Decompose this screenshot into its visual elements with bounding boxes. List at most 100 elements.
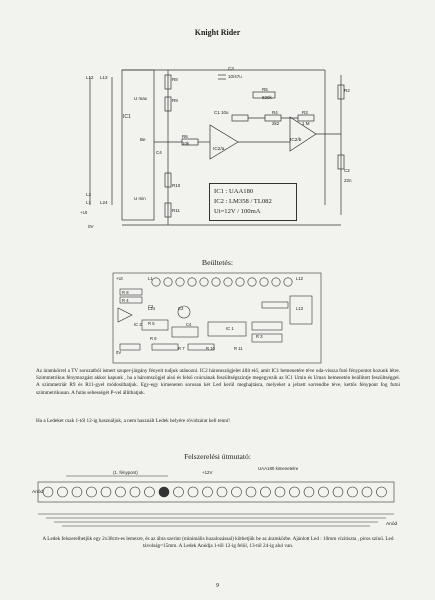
be-label: Be <box>140 137 146 142</box>
umax-label: U max <box>134 96 148 101</box>
pcb-led <box>211 277 221 287</box>
pcb-led <box>151 277 161 287</box>
r3-label: R3 <box>302 110 308 115</box>
pcb-label-r6: R 6 <box>150 336 157 341</box>
assembly-led <box>289 486 300 498</box>
pcb-label-r11: R 11 <box>234 346 243 351</box>
assembly-led <box>376 486 387 498</box>
assembly-led <box>86 486 97 498</box>
pcb-label-l24: L24 <box>148 306 155 311</box>
pcb-label-ic1: IC 1 <box>226 326 234 331</box>
zerov-label: 0V <box>88 224 94 229</box>
pcb-label-c4: C4 <box>186 322 192 327</box>
c4-label: C4 <box>156 150 162 155</box>
spec-line-ic1: IC1 : UAA180 <box>214 188 254 195</box>
pcb-label-r4: R 4 <box>122 298 129 303</box>
r10-label: R10 <box>172 183 181 188</box>
spec-line-ic2: IC2 : LM358 / TL082 <box>214 198 272 205</box>
voltage-label: +12V <box>202 470 213 475</box>
pcb-label-r7: R 7 <box>178 346 185 351</box>
ic2b-opamp <box>289 116 317 152</box>
l24-label: L24 <box>100 200 108 205</box>
pcb-led <box>187 277 197 287</box>
anode-left-label: Anód <box>32 490 44 495</box>
assembly-led-row <box>42 486 387 498</box>
spec-line-ut: Ut=12V / 100mA <box>214 208 261 215</box>
pcb-led-row <box>151 277 293 287</box>
r4-value: 2k2 <box>272 121 280 126</box>
r6-resistor <box>231 114 249 122</box>
assembly-led <box>173 486 184 498</box>
assembly-led <box>57 486 68 498</box>
r2-label: R2 <box>344 88 350 93</box>
r8-label: R8 <box>172 77 178 82</box>
ic-spec-box: IC1 : UAA180 IC2 : LM358 / TL082 Ut=12V … <box>209 183 297 221</box>
pcb-label-l13: L13 <box>296 306 303 311</box>
assembly-led <box>71 486 83 498</box>
pcb-led <box>247 277 257 287</box>
ic1-label: IC1 <box>123 114 131 120</box>
assembly-led <box>202 486 213 498</box>
schematic-diagram <box>89 69 345 226</box>
ic2a-label: IC2/a <box>213 147 225 152</box>
ut-label: +Ut <box>80 210 88 215</box>
r11-label: R11 <box>172 208 180 213</box>
pcb-led <box>223 277 233 287</box>
pcb-trimmer <box>117 307 133 323</box>
assembly-led <box>158 486 170 498</box>
assembly-led <box>361 486 373 498</box>
assembly-led <box>274 486 286 498</box>
pcb-led <box>199 277 209 287</box>
assembly-led <box>303 486 315 498</box>
r5-label: R5 <box>262 87 268 92</box>
led-strip <box>37 481 395 503</box>
page-title: Knight Rider <box>194 28 241 37</box>
pcb-led <box>235 277 245 287</box>
assembly-led <box>42 486 54 498</box>
pcb-label-l1: L1 <box>148 276 153 281</box>
c1-label: C1 10u <box>214 110 229 115</box>
ic2a-opamp <box>209 124 239 160</box>
assembly-led <box>332 486 344 498</box>
dot-label: (1. fénypont) <box>113 470 138 475</box>
ic2b-label: IC2/b <box>290 138 302 143</box>
pcb-label-c2: C2 <box>148 304 154 309</box>
pcb-label-l12: L12 <box>296 276 303 281</box>
pcb-led <box>163 277 173 287</box>
pcb-label-r3: R 3 <box>256 334 263 339</box>
r5-value: 820k <box>262 95 272 100</box>
assembly-led <box>245 486 257 498</box>
pcb-led <box>259 277 269 287</box>
assembly-led <box>144 486 155 498</box>
c2-value: 22n <box>344 178 352 183</box>
c2-label: C2 <box>344 168 350 173</box>
r4-label: R4 <box>272 110 278 115</box>
assembly-led <box>231 486 242 498</box>
ic-output-label: UAA180 kimenetelre <box>258 466 299 471</box>
l1-label: L1 <box>86 200 92 205</box>
l13-label: L13 <box>100 75 108 80</box>
pcb-outline <box>112 272 322 364</box>
led-chain-left <box>89 77 113 205</box>
assembly-led <box>318 486 329 498</box>
r9-label: R9 <box>172 98 178 103</box>
umin-label: U min <box>134 196 146 201</box>
assembly-note: A Ledek felszerelhetjük egy 2x38cm-es le… <box>42 536 394 550</box>
pcb-led <box>283 277 293 287</box>
layout-heading: Beültetés: <box>201 258 234 267</box>
assembly-led <box>187 486 199 498</box>
description-paragraph: Az áramkörrel a TV sorozatból ismert szu… <box>36 368 400 396</box>
assembly-led <box>100 486 112 498</box>
pcb-ic1 <box>207 321 247 337</box>
pcb-layout <box>112 272 322 364</box>
pcb-label-0v: 0V <box>116 350 122 355</box>
assembly-led <box>347 486 358 498</box>
pcb-led <box>271 277 281 287</box>
assembly-led <box>115 486 126 498</box>
assembly-led <box>129 486 141 498</box>
l12-label: L12 <box>86 75 94 80</box>
r6-value: 10k <box>182 141 190 146</box>
anode-right-label: Anód <box>386 522 398 527</box>
description-warning: Ha a Ledeket csak 1-től 12-ig használjuk… <box>36 418 231 424</box>
r6-label: R6 <box>182 134 188 139</box>
